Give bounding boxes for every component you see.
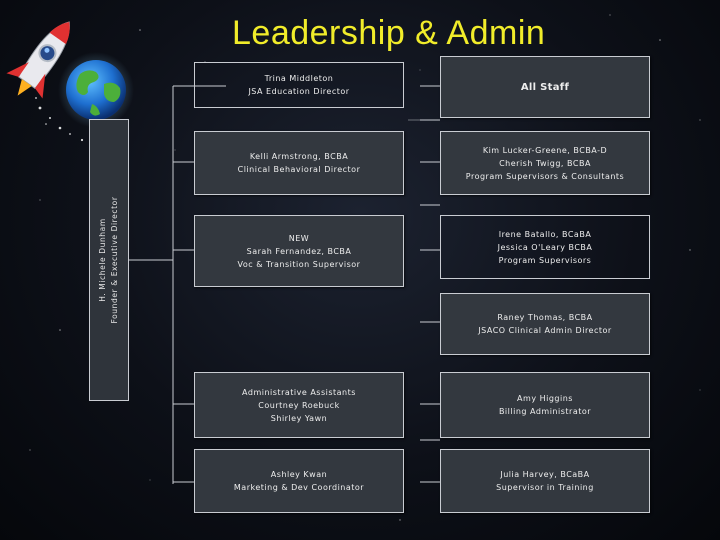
box-line: Kim Lucker-Greene, BCBA-D — [482, 145, 608, 155]
box-line: Program Supervisors & Consultants — [465, 171, 625, 181]
box-line: Courtney Roebuck — [258, 400, 340, 410]
box-line: Marketing & Dev Coordinator — [233, 483, 365, 492]
box-line: Program Supervisors — [498, 255, 592, 265]
box-line: Administrative Assistants — [242, 387, 356, 397]
box-line: NEW — [288, 233, 310, 243]
box-line: Supervisor in Training — [496, 483, 594, 492]
org-box-all-staff: All Staff — [440, 56, 650, 118]
org-box-raney-thomas: Raney Thomas, BCBA JSACO Clinical Admin … — [440, 293, 650, 355]
rocket-globe-art — [6, 21, 134, 146]
box-line: Jessica O'Leary BCBA — [497, 242, 593, 252]
box-line: Clinical Behavioral Director — [237, 165, 361, 174]
box-line: All Staff — [520, 81, 570, 93]
box-line: Raney Thomas, BCBA — [497, 313, 593, 322]
org-box-kelli-armstrong: Kelli Armstrong, BCBA Clinical Behaviora… — [194, 131, 404, 195]
org-box-administrative-assistants: Administrative Assistants Courtney Roebu… — [194, 372, 404, 438]
box-line: Shirley Yawn — [270, 413, 328, 423]
box-line: Cherish Twigg, BCBA — [499, 158, 591, 168]
org-box-program-supervisors: Irene Batallo, BCaBA Jessica O'Leary BCB… — [440, 215, 650, 279]
org-box-julia-harvey: Julia Harvey, BCaBA Supervisor in Traini… — [440, 449, 650, 513]
box-line: Voc & Transition Supervisor — [237, 259, 361, 269]
org-box-trina-middleton: Trina Middleton JSA Education Director — [194, 62, 404, 108]
box-line: Ashley Kwan — [270, 470, 328, 479]
box-line: JSA Education Director — [248, 87, 350, 96]
box-line: Amy Higgins — [517, 394, 573, 403]
globe-icon — [58, 52, 134, 128]
page-title: Leadership & Admin — [232, 14, 546, 52]
box-line: Trina Middleton — [264, 74, 334, 83]
box-line: JSACO Clinical Admin Director — [478, 326, 612, 335]
box-line: Billing Administrator — [498, 407, 592, 416]
box-line: Kelli Armstrong, BCBA — [249, 152, 349, 161]
box-line: Julia Harvey, BCaBA — [500, 470, 590, 479]
rocket-icon — [6, 21, 93, 146]
org-box-amy-higgins: Amy Higgins Billing Administrator — [440, 372, 650, 438]
org-box-ashley-kwan: Ashley Kwan Marketing & Dev Coordinator — [194, 449, 404, 513]
box-line: Irene Batallo, BCaBA — [498, 229, 592, 239]
org-box-sarah-fernandez: NEW Sarah Fernandez, BCBA Voc & Transiti… — [194, 215, 404, 287]
org-box-program-supervisors-consultants: Kim Lucker-Greene, BCBA-D Cherish Twigg,… — [440, 131, 650, 195]
box-line: Sarah Fernandez, BCBA — [246, 246, 352, 256]
founder-box: H. Michele Dunham Founder & Executive Di… — [89, 119, 129, 401]
